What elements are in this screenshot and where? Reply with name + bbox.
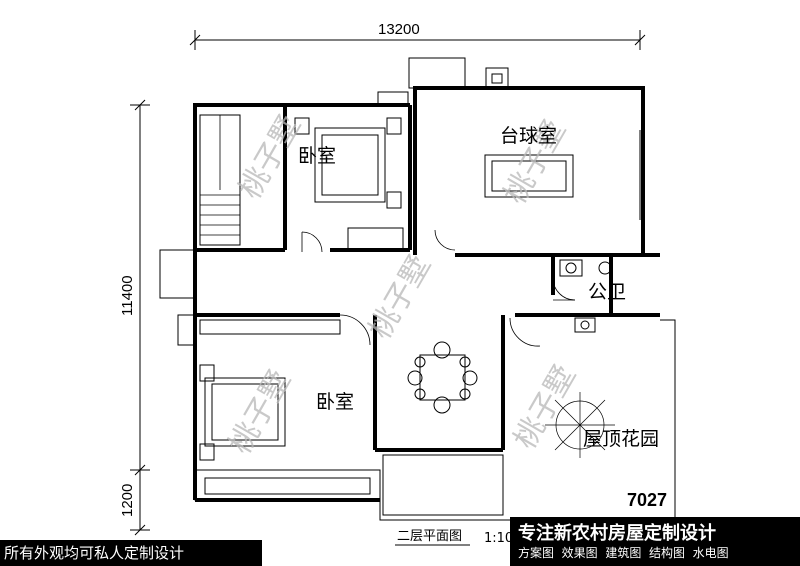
dimension-depth: 11400 <box>119 275 136 316</box>
footer-headline: 专注新农村房屋定制设计 <box>518 523 716 544</box>
watermark-3: 桃子墅 <box>363 250 438 345</box>
service-item: 效果图 <box>561 546 598 560</box>
room-bedroom-bottom: 卧室 <box>316 391 354 413</box>
watermark-4: 桃子墅 <box>223 365 298 460</box>
plan-scale: 1:10 <box>484 531 513 546</box>
room-roof-garden: 屋顶花园 <box>583 428 659 450</box>
plan-code: 7027 <box>627 490 667 510</box>
footer-left-banner: 所有外观均可私人定制设计 <box>0 540 262 566</box>
footer-services: 方案图 效果图 建筑图 结构图 水电图 <box>518 544 729 561</box>
footer-right-banner: 专注新农村房屋定制设计 方案图 效果图 建筑图 结构图 水电图 <box>510 517 800 566</box>
plan-title: 二层平面图 <box>397 529 462 544</box>
watermark-5: 桃子墅 <box>508 360 583 455</box>
room-public-bath: 公卫 <box>588 281 626 303</box>
service-item: 结构图 <box>648 546 685 560</box>
service-item: 方案图 <box>518 546 555 560</box>
dimension-width: 13200 <box>378 21 420 38</box>
room-bedroom-top: 卧室 <box>298 145 336 167</box>
room-billiard: 台球室 <box>500 125 557 147</box>
dimension-balcony: 1200 <box>119 484 136 517</box>
service-item: 建筑图 <box>605 546 642 560</box>
watermark-1: 桃子墅 <box>233 110 308 205</box>
service-item: 水电图 <box>692 546 729 560</box>
